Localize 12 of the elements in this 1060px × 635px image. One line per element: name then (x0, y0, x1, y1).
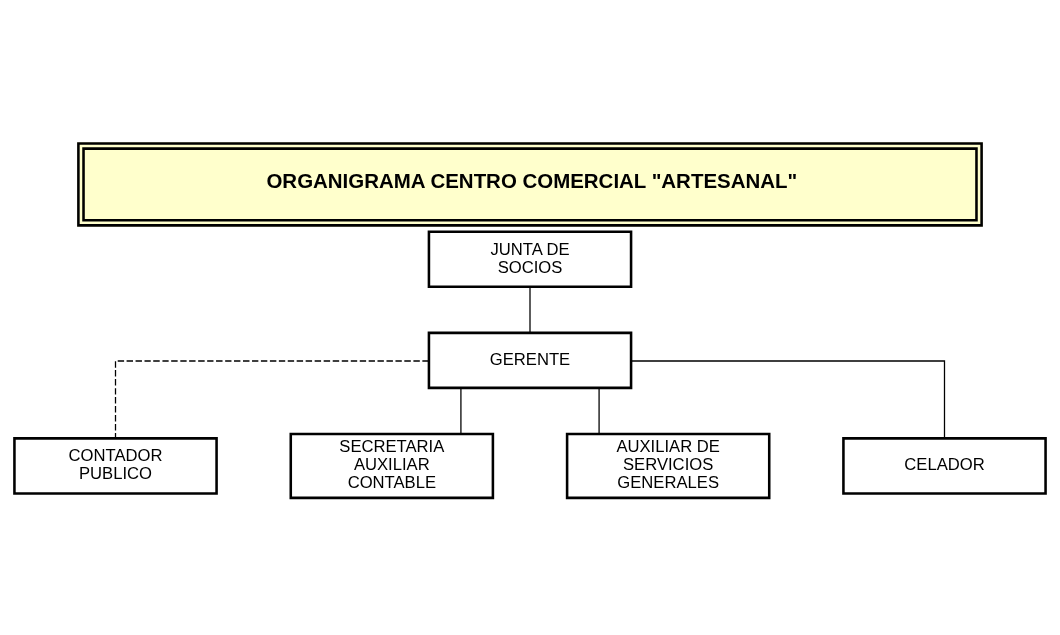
node-box: GERENTE (427, 331, 633, 390)
connector (114, 360, 430, 439)
node-box: SECRETARIA AUXILIAR CONTABLE (289, 432, 495, 500)
node-box: AUXILIAR DE SERVICIOS GENERALES (565, 432, 771, 500)
node-box: CELADOR (842, 437, 1047, 495)
connector (630, 360, 946, 439)
node-box: CONTADOR PUBLICO (13, 437, 218, 495)
connector (598, 387, 600, 435)
node-box: JUNTA DE SOCIOS (427, 230, 633, 289)
connector (529, 286, 531, 334)
connector (460, 387, 462, 435)
diagram-title: ORGANIGRAMA CENTRO COMERCIAL "ARTESANAL" (266, 169, 798, 193)
